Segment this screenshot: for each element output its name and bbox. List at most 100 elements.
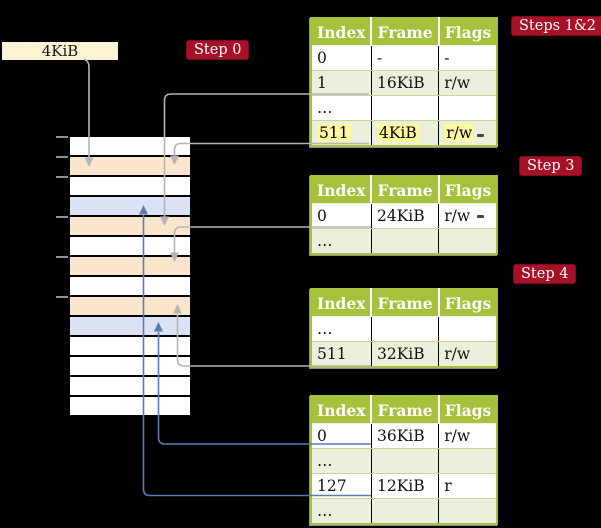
- physical-memory-column: [68, 135, 192, 417]
- table-cell: [438, 448, 498, 474]
- memory-tick: [56, 296, 68, 298]
- table-cell: 4KiB: [371, 120, 440, 146]
- table-cell: [371, 498, 440, 524]
- table-cell: 0: [311, 45, 372, 71]
- memory-tick: [56, 176, 68, 178]
- table-cell: -: [371, 45, 440, 71]
- table-cell: [371, 228, 440, 254]
- table-row: 511 4KiB r/w: [311, 120, 498, 146]
- memory-frame-row-white: [70, 237, 190, 257]
- table-cell: 16KiB: [371, 70, 440, 96]
- memory-frame-row-white: [70, 277, 190, 297]
- table-cell: [371, 95, 440, 121]
- memory-frame-row-white: [70, 337, 190, 357]
- table-cell: [371, 448, 440, 474]
- memory-frame-row-white: [70, 177, 190, 197]
- table-cell: …: [311, 228, 372, 254]
- table-row: …: [311, 228, 498, 254]
- memory-frame-row-white: [70, 357, 190, 377]
- table-cell: r/w: [438, 70, 498, 96]
- column-header-flags: Flags: [438, 176, 498, 204]
- table-cell: 0: [311, 203, 372, 229]
- badge-step-3: Step 3: [519, 156, 583, 176]
- memory-tick: [56, 216, 68, 218]
- table-cell: 36KiB: [371, 423, 440, 449]
- table-cell: …: [311, 95, 372, 121]
- table-cell: 12KiB: [371, 473, 440, 499]
- column-header-frame: Frame: [371, 289, 440, 317]
- column-header-index: Index: [311, 18, 373, 46]
- table-row: 0--: [311, 45, 498, 71]
- table-row: …: [311, 316, 498, 342]
- memory-frame-row-peach: [70, 157, 190, 177]
- table-cell: -: [438, 45, 498, 71]
- column-header-index: Index: [311, 289, 373, 317]
- table-cell: 32KiB: [371, 341, 440, 367]
- table-row: …: [311, 498, 498, 524]
- table-cell: 24KiB: [371, 203, 440, 229]
- column-header-index: Index: [311, 396, 373, 424]
- highlight-mark: r/w: [444, 124, 475, 142]
- memory-frame-row-white: [70, 377, 190, 397]
- column-header-index: Index: [311, 176, 373, 204]
- highlight-mark: 511: [317, 124, 351, 142]
- column-header-frame: Frame: [371, 18, 440, 46]
- table-cell: …: [311, 498, 372, 524]
- table-cell: 511: [311, 120, 372, 146]
- table-cell: [438, 228, 498, 254]
- table-cell: r/w: [438, 341, 498, 367]
- memory-frame-row-white: [70, 137, 190, 157]
- highlight-mark: 4KiB: [376, 124, 419, 142]
- table-cell: 0: [311, 423, 372, 449]
- column-header-flags: Flags: [438, 289, 498, 317]
- badge-step-4: Step 4: [513, 264, 577, 284]
- table-row: …: [311, 448, 498, 474]
- table-cell: [438, 498, 498, 524]
- column-header-frame: Frame: [371, 176, 440, 204]
- frame-size-box: 4KiB: [2, 42, 118, 60]
- badge-step-0: Step 0: [186, 40, 250, 60]
- memory-frame-row-white: [70, 397, 190, 415]
- table-cell: [438, 95, 498, 121]
- column-header-frame: Frame: [371, 396, 440, 424]
- memory-frame-row-peach: [70, 257, 190, 277]
- column-header-flags: Flags: [438, 18, 498, 46]
- table-cell: [438, 316, 498, 342]
- memory-tick: [56, 156, 68, 158]
- memory-tick: [56, 256, 68, 258]
- table-cell: …: [311, 448, 372, 474]
- memory-frame-row-blue: [70, 197, 190, 217]
- table-cell: r/w: [438, 120, 498, 146]
- memory-tick: [56, 136, 68, 138]
- table-cell: r/w: [438, 203, 498, 229]
- table-cell: 511: [311, 341, 372, 367]
- table-cell: …: [311, 316, 372, 342]
- table-cell: r: [438, 473, 498, 499]
- table-row: …: [311, 95, 498, 121]
- table-cell: 1: [311, 70, 372, 96]
- memory-frame-row-peach: [70, 297, 190, 317]
- table-cell: 127: [311, 473, 372, 499]
- badge-steps-1-2: Steps 1&2: [511, 16, 601, 36]
- column-header-flags: Flags: [438, 396, 498, 424]
- memory-frame-row-peach: [70, 217, 190, 237]
- table-cell: [371, 316, 440, 342]
- table-cell: r/w: [438, 423, 498, 449]
